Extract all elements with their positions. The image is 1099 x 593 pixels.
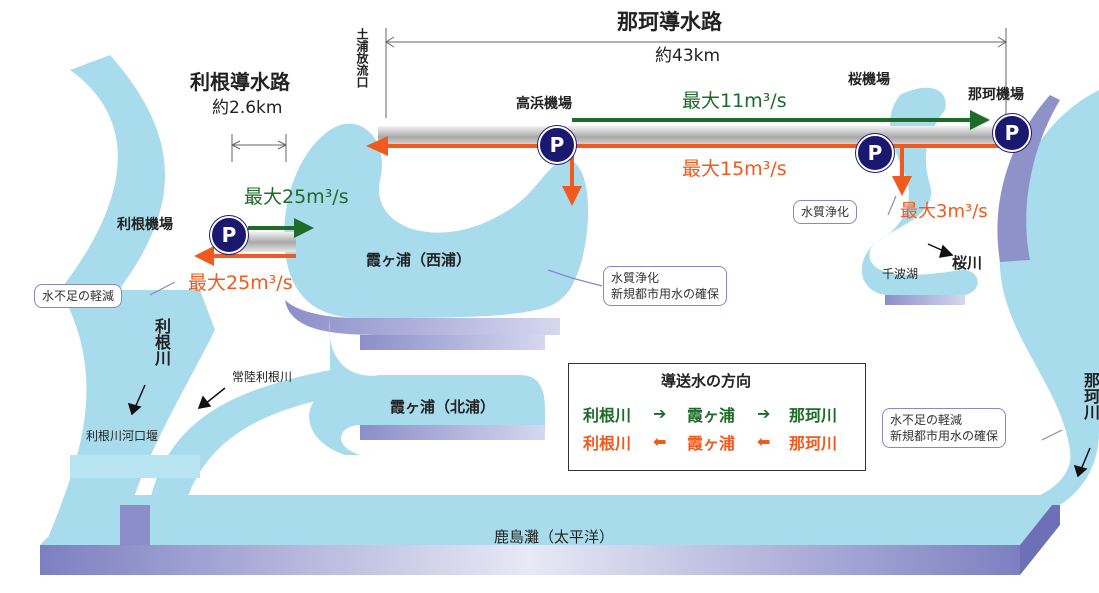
- tone-canal-length: 約2.6km: [212, 98, 283, 118]
- arrow-left-icon: ⬅: [653, 432, 667, 451]
- senba-lake-label: 千波湖: [882, 267, 919, 281]
- flow-tone-out-label: 最大25m³/s: [244, 186, 349, 208]
- legend-row1-mid: 霞ヶ浦: [687, 406, 736, 425]
- legend-title: 導送水の方向: [661, 372, 752, 390]
- sea-label: 鹿島灘（太平洋）: [494, 528, 615, 546]
- legend-row2-from: 利根川: [583, 434, 632, 453]
- sea-shape: [40, 495, 1060, 575]
- callout-text: 新規都市用水の確保: [611, 287, 720, 302]
- green-arrow-tone: [248, 218, 314, 238]
- takahama-pump-label: 高浜機場: [516, 96, 572, 112]
- green-arrow-naka: [572, 110, 990, 130]
- river-flow-arrows: [127, 243, 1091, 478]
- orange-arrow-sakura: [892, 146, 912, 196]
- tone-pipeline: [238, 232, 296, 252]
- callout-text: 水質浄化: [611, 271, 660, 285]
- tone-weir-label: 利根川河口堰: [86, 429, 159, 443]
- sakura-pump-label: 桜機場: [848, 72, 890, 88]
- naka-river-label: 那珂川: [1081, 372, 1099, 420]
- arrow-right-icon: ➔: [757, 404, 771, 423]
- orange-arrow-tone: [194, 246, 296, 266]
- kasumigaura-north-label: 霞ヶ浦（北浦）: [390, 398, 496, 416]
- callout-pointers: [149, 195, 1063, 441]
- tone-river-shape: [45, 55, 345, 545]
- orange-arrow-naka: [366, 136, 1010, 156]
- legend-row1-to: 那珂川: [789, 406, 838, 425]
- naka-canal-length: 約43km: [655, 46, 721, 66]
- hitachi-tone-label: 常陸利根川: [232, 370, 293, 384]
- sakura-river-shape: [861, 87, 978, 305]
- flow-sakura-label: 最大3m³/s: [900, 201, 988, 222]
- tone-pump-label: 利根機場: [117, 217, 173, 233]
- legend-row1-from: 利根川: [583, 406, 632, 425]
- kasumigaura-west-shape: [284, 123, 589, 455]
- naka-pipeline: [378, 126, 1010, 148]
- arrow-right-icon: ➔: [653, 404, 667, 423]
- callout-water-quality-sakura: 水質浄化: [793, 200, 858, 225]
- naka-pump-label: 那珂機場: [968, 87, 1024, 103]
- callout-text: 新規都市用水の確保: [890, 429, 999, 444]
- legend-box: 導送水の方向 利根川 ➔ 霞ヶ浦 ➔ 那珂川 利根川 ⬅ 霞ヶ浦 ⬅ 那珂川: [568, 363, 866, 471]
- sakura-river-label: 桜川: [952, 254, 983, 272]
- legend-row2-mid: 霞ヶ浦: [687, 434, 736, 453]
- pump-tone-icon: P: [210, 216, 248, 254]
- callout-naka: 水不足の軽減 新規都市用水の確保: [882, 408, 1007, 449]
- kasumigaura-west-label: 霞ヶ浦（西浦）: [366, 251, 472, 269]
- flow-lake-to-naka-label: 最大15m³/s: [682, 158, 787, 180]
- naka-canal-title: 那珂導水路: [617, 10, 722, 34]
- dimension-lines: [230, 28, 1007, 162]
- legend-row2-to: 那珂川: [789, 434, 838, 453]
- naka-river-shape: [997, 90, 1099, 505]
- callout-tone: 水不足の軽減: [34, 284, 123, 309]
- outfall-label: 土浦放流口: [355, 28, 369, 88]
- pump-naka-icon: P: [993, 114, 1031, 152]
- arrow-left-icon: ⬅: [757, 432, 771, 451]
- flow-tone-in-label: 最大25m³/s: [188, 272, 293, 294]
- pump-sakura-icon: P: [856, 134, 894, 172]
- tone-canal-title: 利根導水路: [190, 70, 290, 94]
- flow-naka-to-lake-label: 最大11m³/s: [682, 90, 787, 112]
- tone-river-label: 利根川: [152, 318, 171, 366]
- callout-lake: 水質浄化 新規都市用水の確保: [603, 266, 728, 307]
- callout-text: 水質浄化: [801, 205, 850, 219]
- callout-text: 水不足の軽減: [42, 289, 115, 303]
- pump-takahama-icon: P: [538, 126, 576, 164]
- callout-text: 水不足の軽減: [890, 413, 963, 427]
